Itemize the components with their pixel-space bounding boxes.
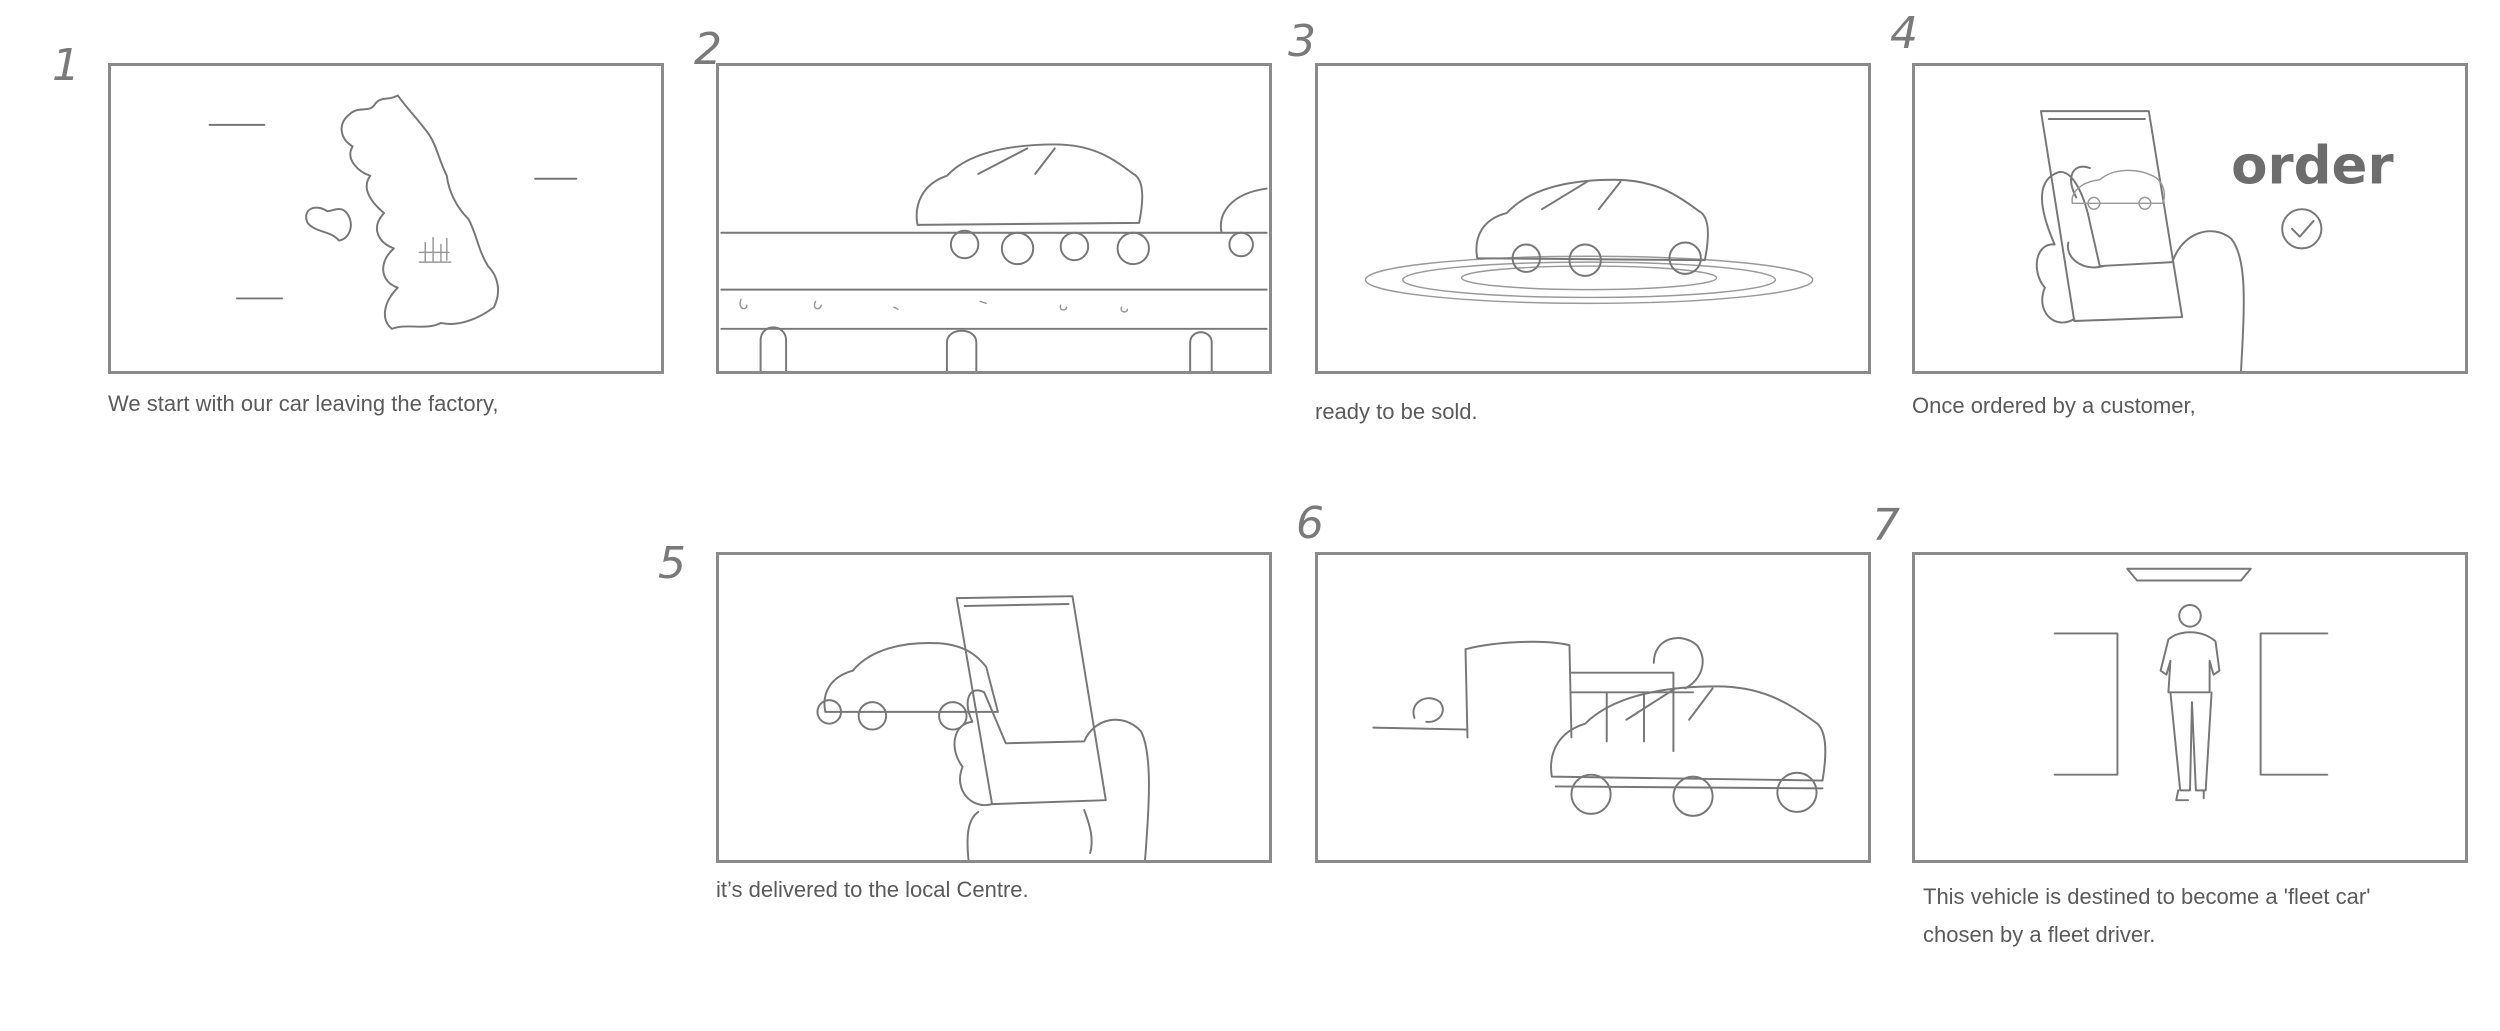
panel-5-frame: [716, 552, 1272, 863]
panel-1-number: 1: [52, 40, 80, 91]
panel-4-order-text: order: [2231, 136, 2393, 197]
panel-6-number: 6: [1296, 498, 1324, 549]
panel-3-frame: [1315, 63, 1871, 374]
panel-4-caption: Once ordered by a customer,: [1912, 393, 2196, 418]
panel-7-caption-line-2: chosen by a fleet driver.: [1923, 922, 2156, 947]
panel-5-caption: it’s delivered to the local Centre.: [716, 877, 1029, 902]
delivery-phone-sketch: [816, 595, 1150, 860]
dealership-sketch: [1372, 637, 1827, 817]
panel-7-number: 7: [1872, 500, 1900, 551]
fleet-driver-sketch: [2053, 567, 2329, 802]
panel-1-frame: [108, 63, 664, 374]
phone-order-sketch: order: [2035, 110, 2394, 371]
panel-3-number: 3: [1288, 16, 1316, 67]
car-on-turntable-sketch: [1364, 178, 1814, 305]
factory-conveyor-sketch: [720, 143, 1268, 371]
panel-5-number: 5: [658, 538, 686, 589]
panel-4-number: 4: [1890, 8, 1918, 59]
panel-2-frame: [716, 63, 1272, 374]
panel-4-frame: order: [1912, 63, 2468, 374]
panel-6-frame: [1315, 552, 1871, 863]
panel-7-caption-line-1: This vehicle is destined to become a 'fl…: [1923, 884, 2371, 909]
uk-map-sketch: [208, 94, 578, 330]
check-circle-icon: [2281, 208, 2323, 250]
panel-1-caption: We start with our car leaving the factor…: [108, 391, 499, 416]
panel-3-caption: ready to be sold.: [1315, 399, 1478, 424]
panel-7-frame: [1912, 552, 2468, 863]
